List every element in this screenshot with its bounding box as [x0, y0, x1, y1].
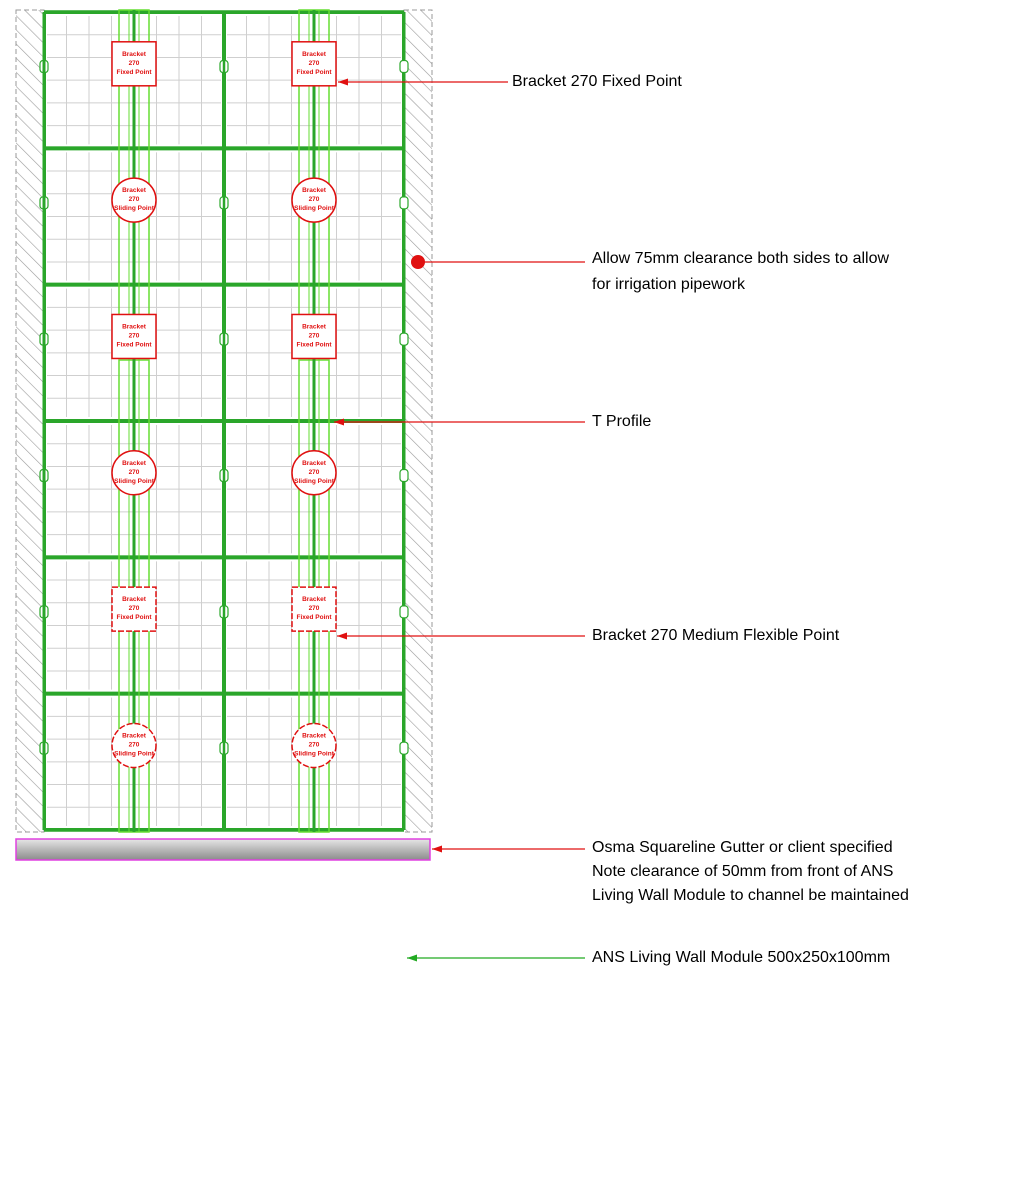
- leader-module: [407, 954, 585, 962]
- bracket-text: Fixed Point: [116, 69, 152, 76]
- label-gutter-1: Osma Squareline Gutter or client specifi…: [592, 839, 893, 856]
- bracket-text: Bracket: [302, 732, 327, 739]
- bracket-text: 270: [309, 741, 320, 748]
- bracket-text: Bracket: [122, 187, 147, 194]
- gutter: [15, 838, 431, 861]
- bracket-text: 270: [309, 469, 320, 476]
- label-module: ANS Living Wall Module 500x250x100mm: [592, 949, 891, 966]
- bracket-text: Sliding Point: [294, 478, 335, 485]
- label-fixed-point: Bracket 270 Fixed Point: [512, 73, 682, 90]
- label-flexible-point: Bracket 270 Medium Flexible Point: [592, 627, 840, 644]
- bracket-text: Sliding Point: [114, 750, 155, 757]
- bracket-text: Sliding Point: [294, 750, 335, 757]
- leader-fixed-point: [338, 78, 508, 86]
- bracket-text: 270: [309, 60, 320, 67]
- label-gutter-3: Living Wall Module to channel be maintai…: [592, 887, 909, 904]
- bracket-text: Bracket: [302, 51, 327, 58]
- bracket-text: Fixed Point: [116, 341, 152, 348]
- bracket-text: Bracket: [302, 323, 327, 330]
- bracket-text: Bracket: [302, 187, 327, 194]
- module-clip: [399, 605, 409, 619]
- leader-t-profile: [334, 418, 585, 426]
- leader-clearance: [411, 255, 585, 269]
- bracket-text: 270: [309, 605, 320, 612]
- bracket-text: Bracket: [122, 323, 147, 330]
- bracket-text: Bracket: [302, 460, 327, 467]
- bracket-text: Bracket: [122, 460, 147, 467]
- module-grid: [39, 10, 409, 832]
- bracket-text: Fixed Point: [116, 614, 152, 621]
- bracket-text: Bracket: [122, 596, 147, 603]
- module-clip: [399, 468, 409, 483]
- right-wall-hatch: [403, 9, 433, 833]
- label-gutter-2: Note clearance of 50mm from front of ANS: [592, 863, 894, 880]
- bracket-text: Sliding Point: [114, 478, 155, 485]
- module-clip: [399, 741, 409, 755]
- label-clearance-1: Allow 75mm clearance both sides to allow: [592, 250, 890, 267]
- module-clip: [399, 332, 409, 346]
- left-wall-hatch: [15, 9, 45, 833]
- bracket-text: 270: [309, 332, 320, 339]
- bracket-text: 270: [129, 469, 140, 476]
- bracket-text: Bracket: [122, 51, 147, 58]
- bracket-text: 270: [309, 196, 320, 203]
- label-clearance-2: for irrigation pipework: [592, 276, 745, 293]
- bracket-text: Bracket: [302, 596, 327, 603]
- bracket-text: Fixed Point: [296, 69, 332, 76]
- bracket-text: 270: [129, 741, 140, 748]
- bracket-text: Fixed Point: [296, 341, 332, 348]
- bracket-text: 270: [129, 605, 140, 612]
- bracket-text: 270: [129, 332, 140, 339]
- module-clip: [399, 59, 409, 74]
- label-t-profile: T Profile: [592, 413, 652, 430]
- leader-flexible-point: [337, 632, 585, 640]
- bracket-text: Sliding Point: [294, 205, 335, 212]
- module-clip: [399, 196, 409, 210]
- bracket-text: Sliding Point: [114, 205, 155, 212]
- leader-gutter: [432, 845, 585, 853]
- bracket-text: Bracket: [122, 732, 147, 739]
- bracket-text: Fixed Point: [296, 614, 332, 621]
- bracket-text: 270: [129, 196, 140, 203]
- bracket-text: 270: [129, 60, 140, 67]
